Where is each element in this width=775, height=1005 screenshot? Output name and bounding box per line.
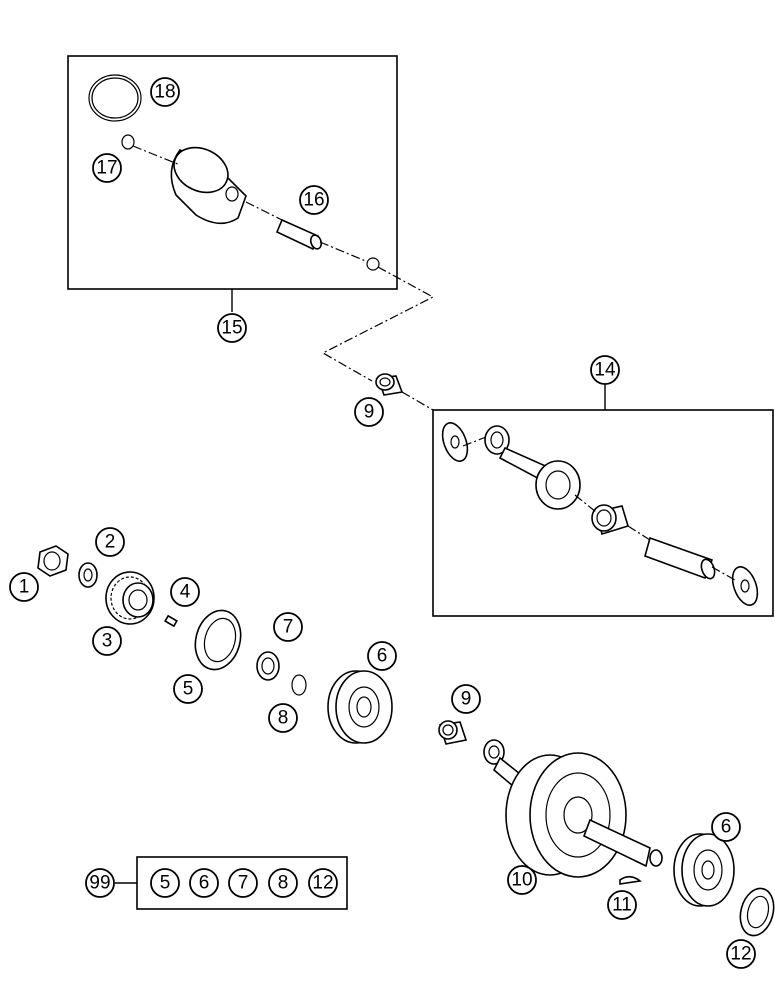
svg-text:99: 99 — [89, 873, 110, 894]
svg-text:5: 5 — [183, 679, 194, 700]
callout-11[interactable]: 11 — [607, 890, 637, 920]
connecting-rod — [484, 425, 581, 510]
kit-item-8[interactable]: 8 — [268, 868, 298, 898]
ball-bearing-left — [327, 670, 393, 744]
svg-text:11: 11 — [612, 895, 632, 916]
woodruff-key — [164, 614, 178, 628]
shaft-seal-ring — [194, 609, 242, 671]
callout-16[interactable]: 16 — [299, 185, 329, 215]
kit-item-5[interactable]: 5 — [150, 868, 180, 898]
nut — [37, 545, 69, 577]
kit-item-7[interactable]: 7 — [228, 868, 258, 898]
piston-ring — [88, 74, 142, 122]
svg-text:8: 8 — [278, 708, 289, 729]
woodruff-key-crank — [619, 875, 642, 885]
svg-text:7: 7 — [283, 617, 294, 638]
crankshaft — [483, 739, 663, 878]
svg-text:10: 10 — [511, 870, 532, 891]
svg-text:8: 8 — [278, 873, 289, 894]
ball-bearing-right — [673, 833, 735, 907]
big-end-needle-bearing — [591, 504, 629, 536]
callout-12[interactable]: 12 — [726, 939, 756, 969]
callout-99[interactable]: 99 — [85, 868, 115, 898]
svg-text:6: 6 — [377, 646, 388, 667]
svg-text:9: 9 — [364, 402, 375, 423]
callout-3[interactable]: 3 — [92, 626, 122, 656]
callout-6-left[interactable]: 6 — [367, 641, 397, 671]
callout-15[interactable]: 15 — [217, 313, 247, 343]
primary-gear — [105, 571, 155, 625]
callout-9-lower[interactable]: 9 — [451, 684, 481, 714]
thrust-washer-left — [441, 422, 469, 462]
svg-text:7: 7 — [238, 873, 249, 894]
shaft-seal-right — [739, 887, 775, 937]
svg-text:2: 2 — [105, 532, 116, 553]
svg-text:9: 9 — [461, 689, 472, 710]
svg-text:5: 5 — [160, 873, 171, 894]
callout-5[interactable]: 5 — [173, 674, 203, 704]
piston — [170, 146, 247, 225]
crank-pin — [644, 536, 716, 580]
svg-text:14: 14 — [594, 360, 616, 381]
svg-text:4: 4 — [180, 582, 191, 603]
circlip-small — [121, 134, 135, 150]
callout-4[interactable]: 4 — [170, 577, 200, 607]
shim-large — [256, 651, 280, 681]
kit-item-6[interactable]: 6 — [189, 868, 219, 898]
svg-text:12: 12 — [312, 873, 333, 894]
callout-7[interactable]: 7 — [273, 612, 303, 642]
small-end-bearing-top — [375, 373, 404, 396]
washer — [78, 562, 98, 588]
shim-small — [291, 674, 307, 696]
callout-1[interactable]: 1 — [9, 572, 39, 602]
piston-pin — [275, 218, 323, 251]
svg-text:18: 18 — [154, 82, 175, 103]
circlip-small-right — [366, 257, 380, 271]
svg-text:17: 17 — [96, 158, 117, 179]
svg-text:3: 3 — [102, 631, 113, 652]
svg-text:6: 6 — [199, 873, 210, 894]
callout-9-top[interactable]: 9 — [354, 397, 384, 427]
svg-text:15: 15 — [221, 318, 242, 339]
callout-14[interactable]: 14 — [590, 355, 620, 385]
svg-text:1: 1 — [19, 577, 30, 598]
callout-18[interactable]: 18 — [150, 77, 180, 107]
kit-item-12[interactable]: 12 — [308, 868, 338, 898]
bearing-to-rod-line — [401, 391, 434, 411]
callout-2[interactable]: 2 — [95, 527, 125, 557]
callout-6-right[interactable]: 6 — [711, 812, 741, 842]
piston-axis-line — [132, 145, 435, 382]
thrust-washer-right — [731, 566, 759, 606]
svg-text:12: 12 — [730, 944, 751, 965]
rod-kit-axis-line — [462, 436, 736, 581]
svg-text:6: 6 — [721, 817, 732, 838]
callout-10[interactable]: 10 — [507, 865, 537, 895]
small-end-bearing-lower — [438, 720, 468, 745]
callout-8[interactable]: 8 — [268, 703, 298, 733]
connecting-rod-kit-box — [432, 409, 774, 617]
callout-17[interactable]: 17 — [92, 153, 122, 183]
svg-text:16: 16 — [303, 190, 324, 211]
